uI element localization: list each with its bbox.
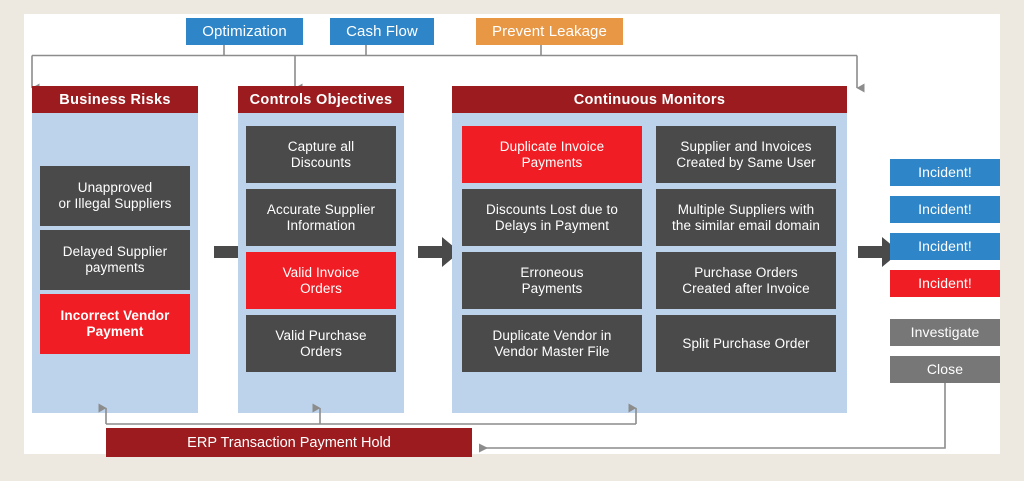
- driver-label: Optimization: [202, 22, 287, 40]
- tile-label: Discounts Lost due to Delays in Payment: [486, 201, 618, 233]
- investigate-label: Investigate: [910, 324, 980, 341]
- driver-label: Cash Flow: [346, 22, 418, 40]
- tile-incorrect-vendor-payment[interactable]: Incorrect Vendor Payment: [40, 294, 190, 354]
- tile-valid-invoice-orders[interactable]: Valid Invoice Orders: [246, 252, 396, 309]
- driver-label: Prevent Leakage: [492, 22, 607, 40]
- tile-label: Purchase Orders Created after Invoice: [682, 264, 810, 296]
- close-label: Close: [926, 361, 964, 378]
- tile-label: Accurate Supplier Information: [266, 201, 376, 233]
- tile-label: Multiple Suppliers with the similar emai…: [672, 201, 820, 233]
- panel-title-business-risks: Business Risks: [32, 86, 198, 113]
- tile-label: Erroneous Payments: [520, 264, 584, 296]
- driver-chip-cash-flow[interactable]: Cash Flow: [330, 18, 434, 45]
- tile-label: Duplicate Invoice Payments: [499, 138, 605, 170]
- tile-unapproved-or-illegal-suppliers[interactable]: Unapproved or Illegal Suppliers: [40, 166, 190, 226]
- incident-chip-4[interactable]: Incident!: [890, 270, 1000, 297]
- tile-accurate-supplier-information[interactable]: Accurate Supplier Information: [246, 189, 396, 246]
- tile-erroneous-payments[interactable]: Erroneous Payments: [462, 252, 642, 309]
- incident-chip-1[interactable]: Incident!: [890, 159, 1000, 186]
- tile-label: Valid Purchase Orders: [275, 327, 367, 359]
- tile-delayed-supplier-payments[interactable]: Delayed Supplier payments: [40, 230, 190, 290]
- incident-chip-3[interactable]: Incident!: [890, 233, 1000, 260]
- incident-label: Incident!: [918, 238, 972, 255]
- driver-chip-optimization[interactable]: Optimization: [186, 18, 303, 45]
- panel-title-controls-objectives: Controls Objectives: [238, 86, 404, 113]
- feedback-connector-wires: [98, 383, 946, 453]
- tile-label: Duplicate Vendor in Vendor Master File: [492, 327, 612, 359]
- tile-label: Delayed Supplier payments: [62, 244, 168, 275]
- panel-title-continuous-monitors: Continuous Monitors: [452, 86, 847, 113]
- tile-purchase-orders-created-after-invoice[interactable]: Purchase Orders Created after Invoice: [656, 252, 836, 309]
- incident-label: Incident!: [918, 275, 972, 292]
- flow-arrow-controls-to-monitors: [418, 237, 460, 267]
- tile-duplicate-vendor-in-master-file[interactable]: Duplicate Vendor in Vendor Master File: [462, 315, 642, 372]
- incident-chip-2[interactable]: Incident!: [890, 196, 1000, 223]
- driver-chip-prevent-leakage[interactable]: Prevent Leakage: [476, 18, 623, 45]
- erp-transaction-payment-hold-bar[interactable]: ERP Transaction Payment Hold: [106, 428, 472, 457]
- incident-label: Incident!: [918, 201, 972, 218]
- tile-label: Incorrect Vendor Payment: [60, 308, 170, 339]
- tile-supplier-and-invoices-same-user[interactable]: Supplier and Invoices Created by Same Us…: [656, 126, 836, 183]
- tile-label: Unapproved or Illegal Suppliers: [58, 180, 172, 211]
- tile-duplicate-invoice-payments[interactable]: Duplicate Invoice Payments: [462, 126, 642, 183]
- close-button[interactable]: Close: [890, 356, 1000, 383]
- diagram-canvas: Optimization Cash Flow Prevent Leakage B…: [24, 14, 1000, 457]
- investigate-button[interactable]: Investigate: [890, 319, 1000, 346]
- tile-label: Valid Invoice Orders: [282, 264, 360, 296]
- tile-label: Supplier and Invoices Created by Same Us…: [676, 138, 816, 170]
- tile-capture-all-discounts[interactable]: Capture all Discounts: [246, 126, 396, 183]
- tile-label: Split Purchase Order: [682, 335, 810, 351]
- tile-label: Capture all Discounts: [287, 138, 355, 170]
- bottom-bar-label: ERP Transaction Payment Hold: [187, 434, 391, 451]
- tile-split-purchase-order[interactable]: Split Purchase Order: [656, 315, 836, 372]
- flow-arrow-monitors-to-incidents: [858, 237, 900, 267]
- incident-label: Incident!: [918, 164, 972, 181]
- tile-valid-purchase-orders[interactable]: Valid Purchase Orders: [246, 315, 396, 372]
- tile-discounts-lost-due-to-delays[interactable]: Discounts Lost due to Delays in Payment: [462, 189, 642, 246]
- tile-multiple-suppliers-similar-email-domain[interactable]: Multiple Suppliers with the similar emai…: [656, 189, 836, 246]
